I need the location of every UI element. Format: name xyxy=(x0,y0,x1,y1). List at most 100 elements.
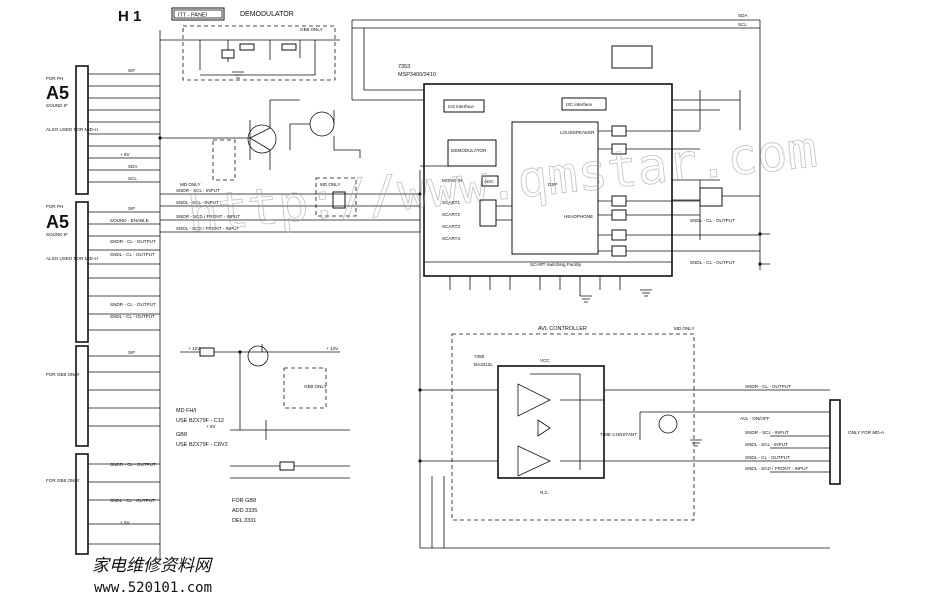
avl-internal-wiring xyxy=(530,373,604,470)
sig-sif-top: SIF xyxy=(128,68,135,73)
block-i2s-label: I2S interface xyxy=(448,104,474,109)
avl-vcc: VCC xyxy=(540,358,550,363)
sig-sndr-input-avl: SNDR - SCL - INPUT xyxy=(745,430,789,435)
panel-tag-box xyxy=(171,7,225,21)
demod-gb-only: GB8 ONLY xyxy=(300,27,323,32)
avl-transistor xyxy=(658,414,678,434)
footer-url: www.520101.com xyxy=(94,580,212,596)
crystal-block xyxy=(611,45,653,69)
avl-title: AVL CONTROLLER xyxy=(538,326,587,332)
pin-mono-in: MONO IN xyxy=(442,178,462,183)
panel-tag-inner xyxy=(173,9,223,19)
md-only-input-block xyxy=(212,139,236,181)
block-adc xyxy=(481,175,499,187)
transistor-7354-wiring xyxy=(270,99,361,158)
supply-12v-line xyxy=(180,344,340,360)
block-i2c-label: I2C interface xyxy=(566,102,592,107)
msp-right-box xyxy=(699,187,723,207)
sig-plus8v-left: + 8V xyxy=(120,152,131,157)
pin-scart4: SCART4 xyxy=(442,236,460,241)
a5-mid-note2: SOUND IF xyxy=(46,232,68,237)
a5-top-label: A5 xyxy=(46,83,69,103)
right-rail xyxy=(759,20,770,270)
block-scart-switch-label: SCART switching Facility xyxy=(530,262,582,267)
sig-sndr-front: SNDR - SCD / FRONT - INPUT xyxy=(176,214,240,219)
connector-a5-top-pins xyxy=(88,73,160,183)
avl-md-only: MD ONLY xyxy=(674,326,695,331)
sig-sda-left: SDA xyxy=(128,164,138,169)
dac-output-lines xyxy=(598,130,760,252)
transistor-7354-body xyxy=(309,111,335,137)
block-dsp xyxy=(511,121,599,255)
connector-a5-top xyxy=(75,65,89,195)
sig-plus5v-gb8: + 5V xyxy=(120,520,131,525)
sig-sndl-output-r1: SNDL - CL - OUTPUT xyxy=(690,218,735,223)
sig-sndr-avl: SNDR - CL - OUTPUT xyxy=(745,384,791,389)
block-scart-mux xyxy=(479,199,497,227)
block-headphone-label: HEADPHONE xyxy=(564,214,593,219)
sig-sndl-output-left: SNDL - CL - OUTPUT xyxy=(110,252,155,257)
supply-resistor xyxy=(199,347,215,357)
gb8-only-supply-block xyxy=(283,367,327,409)
sig-scl-left: SCL xyxy=(128,176,137,181)
ground-symbols xyxy=(232,71,702,447)
sig-avl-onoff: AVL - ON/OFF xyxy=(740,416,770,421)
sig-sda-top: SDA xyxy=(738,13,748,18)
avl-io-lines xyxy=(420,389,830,462)
sig-sndr-output-left: SNDR - CL - OUTPUT xyxy=(110,239,156,244)
sig-sndl-front: SNDL - SCD / FRONT - INPUT xyxy=(176,226,239,231)
sig-sndl-output-gb8: SNDL - CL - OUTPUT xyxy=(110,498,155,503)
block-demodulator-label: DEMODULATOR xyxy=(451,148,487,153)
avl-connector-note: ONLY FOR MD-A xyxy=(848,430,885,435)
md-only-block-2 xyxy=(315,177,357,217)
a5-mid-label: A5 xyxy=(46,212,69,232)
avl-ic-ref: 7350 xyxy=(474,354,485,359)
gb-only-note: FOR GB8 ONLY xyxy=(46,372,80,377)
supply-note-add: ADD 3335 xyxy=(232,508,257,514)
supply-note-del: DEL 3331 xyxy=(232,518,256,524)
md-only-label-1: MD ONLY xyxy=(180,182,201,187)
block-adc-label: ADC xyxy=(484,179,494,184)
block-i2c xyxy=(561,97,607,111)
demod-cap xyxy=(239,43,255,51)
bottom-bus xyxy=(419,170,830,549)
sig-sndl-input-avl: SNDL - SCL - INPUT xyxy=(745,442,788,447)
sig-scl-top: SCL xyxy=(738,22,747,27)
connector-a5-mid-pins xyxy=(88,211,160,331)
demod-title: DEMODULATOR xyxy=(240,11,294,18)
connector-avl xyxy=(829,399,841,485)
avl-time-constant: TIME CONSTANT xyxy=(600,432,637,437)
sig-sndl-output-left2: SNDL - CL - OUTPUT xyxy=(110,314,155,319)
watermark: http://www.qmstar.com xyxy=(185,120,820,244)
connector-gb-only xyxy=(75,345,89,447)
demod-block xyxy=(182,25,336,81)
sig-sndr-scl-input: SNDR - SCL - INPUT xyxy=(176,188,220,193)
supply-note-md: MD FH/I xyxy=(176,408,197,414)
sig-sndr-output-left2: SNDR - CL - OUTPUT xyxy=(110,302,156,307)
sig-plus12v: + 12V xyxy=(188,346,201,351)
i2c-bus xyxy=(351,19,760,101)
avl-block xyxy=(451,333,695,521)
sig-sndl-front-avl: SNDL - SCD / FRONT - INPUT xyxy=(745,466,808,471)
sig-sound-enable: SOUND - ENABLE xyxy=(110,218,149,223)
connector-gb8-pins xyxy=(88,463,160,545)
pin-scart2: SCART2 xyxy=(442,212,460,217)
avl-ic-body xyxy=(497,365,605,479)
transistor-7352 xyxy=(160,100,271,170)
scart-mux-out xyxy=(496,205,512,221)
connector-avl-pins xyxy=(770,435,830,473)
supply-note-use2: USE BZX79F - C8V2 xyxy=(176,442,228,448)
ic-main-bottom-pins xyxy=(449,276,621,296)
avl-ic-part: BA3313L xyxy=(474,362,493,367)
avl-opamps xyxy=(517,383,551,477)
block-i2s xyxy=(443,99,485,113)
sig-plus13v: + 13V xyxy=(326,346,339,351)
supply-note-gb8: GB8 xyxy=(176,432,187,438)
connector-gb-pins xyxy=(88,355,160,427)
ic-main-ref: 7353 xyxy=(398,64,410,70)
sig-sndr-output-gb8: SNDR - CL - OUTPUT xyxy=(110,462,156,467)
sig-sif-gb: SIF xyxy=(128,350,135,355)
sheet-id: H 1 xyxy=(118,8,141,25)
pin-scart3: SCART3 xyxy=(442,224,460,229)
